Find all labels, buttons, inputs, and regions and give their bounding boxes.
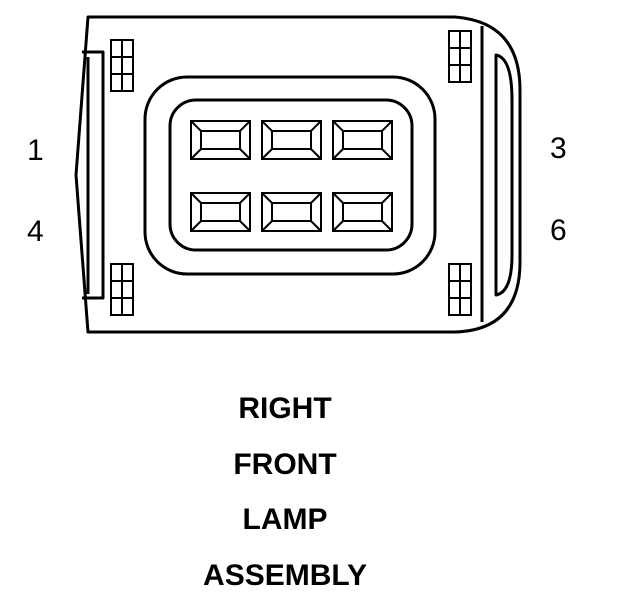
- terminal-cavity-r1c1: [190, 120, 251, 160]
- terminal-cavity-r2c2: [261, 192, 322, 232]
- latch-top-right: [448, 30, 472, 83]
- latch-bottom-right: [448, 263, 472, 316]
- latch-bottom-left: [110, 263, 134, 316]
- terminal-cavity-r1c3: [332, 120, 393, 160]
- pin-label-4: 4: [27, 215, 44, 248]
- terminal-cavity-r2c3: [332, 192, 393, 232]
- housing-outer: [143, 75, 437, 276]
- terminal-cavity-r2c1: [190, 192, 251, 232]
- pin-label-1: 1: [27, 134, 44, 167]
- caption-line-4: ASSEMBLY: [203, 559, 367, 592]
- latch-top-left: [110, 39, 134, 92]
- caption-line-1: RIGHT: [238, 392, 332, 425]
- housing-inner: [168, 98, 414, 252]
- left-channel: [82, 50, 105, 300]
- pin-label-3: 3: [550, 132, 567, 165]
- caption-line-2: FRONT: [233, 448, 337, 481]
- caption-line-3: LAMP: [242, 503, 328, 536]
- pin-label-6: 6: [550, 214, 567, 247]
- terminal-cavity-r1c2: [261, 120, 322, 160]
- connector-body: [74, 15, 522, 334]
